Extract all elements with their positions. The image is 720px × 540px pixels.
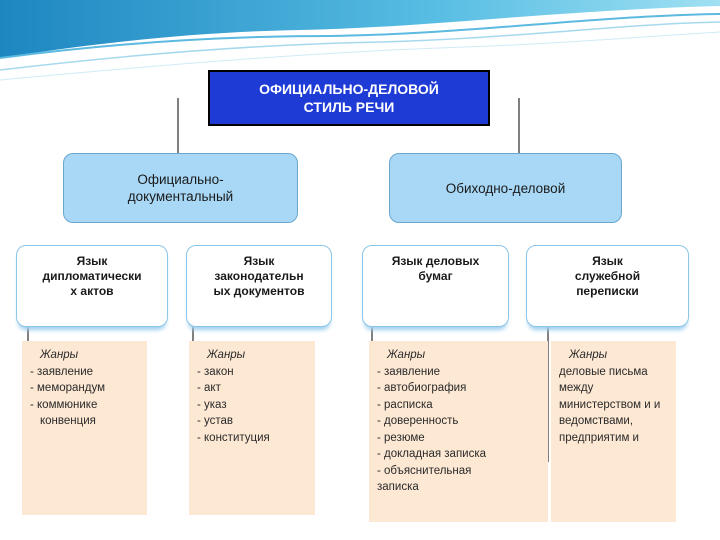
leaf-label-line: бумаг [418,269,453,283]
genre-list-correspondence: Жанры деловые письма между министерством… [551,341,676,522]
leaf-label-line: х актов [70,284,114,298]
genre-heading: Жанры [207,349,246,361]
genre-list-diplomatic: Жанры - заявление - меморандум - коммюни… [22,341,147,515]
leaf-official-correspondence: Язык служебной переписки [526,245,689,327]
leaf-label-line: Язык [76,254,108,268]
leaf-label-line: переписки [576,284,639,298]
branch-node-official-documentary: Официально- документальный [63,153,298,223]
branch-label-line-1: Официально- [137,172,224,187]
leaf-label-line: служебной [574,269,641,283]
genre-item: - меморандум [30,382,106,394]
branch-label-line-1: Обиходно-деловой [445,180,566,196]
genre-item: - расписка [377,398,433,411]
genre-item: - автобиография [377,382,467,394]
genre-item: - заявление [30,365,94,378]
genre-item: - конституция [197,431,270,444]
genre-item: - доверенность [377,415,459,427]
root-line-1: ОФИЦИАЛЬНО-ДЕЛОВОЙ [259,81,439,97]
genre-item: - объяснительная [377,464,472,477]
leaf-label-line: законодательн [214,269,304,283]
leaf-business-papers: Язык деловых бумаг [362,245,509,327]
genre-item: - устав [197,415,234,427]
genre-list-legislative: Жанры - закон - акт - указ - устав - кон… [189,341,315,515]
branch-label-line-2: документальный [127,189,234,204]
genre-item: - указ [197,398,227,411]
genre-item: конвенция [40,415,96,427]
leaf-label-line: дипломатически [42,269,142,283]
genre-item: - резюме [377,431,425,444]
genre-item: - заявление [377,365,441,378]
genre-heading: Жанры [40,349,79,361]
genre-item: - докладная записка [377,448,487,460]
leaf-label-line: Язык [592,254,623,268]
decorative-wave [0,0,720,81]
genre-item: - коммюнике [30,398,98,411]
branch-node-everyday-business: Обиходно-деловой [389,153,622,223]
genre-item: - акт [197,382,221,394]
leaf-label-line: Язык деловых [391,254,480,268]
genre-heading: Жанры [387,349,426,361]
genre-heading: Жанры [569,349,608,361]
root-node: ОФИЦИАЛЬНО-ДЕЛОВОЙ СТИЛЬ РЕЧИ [208,70,490,126]
genre-list-business-papers: Жанры - заявление - автобиография - расп… [369,341,548,522]
root-line-2: СТИЛЬ РЕЧИ [303,99,395,115]
leaf-label-line: ых документов [213,284,305,298]
leaf-diplomatic-acts: Язык дипломатически х актов [16,245,168,327]
genre-item: записка [377,481,419,493]
genre-item: - закон [197,365,234,378]
leaf-legislative-documents: Язык законодательн ых документов [186,245,332,327]
genre-text: деловые письма между министерством и и в… [559,365,661,444]
leaf-label-line: Язык [243,254,275,268]
